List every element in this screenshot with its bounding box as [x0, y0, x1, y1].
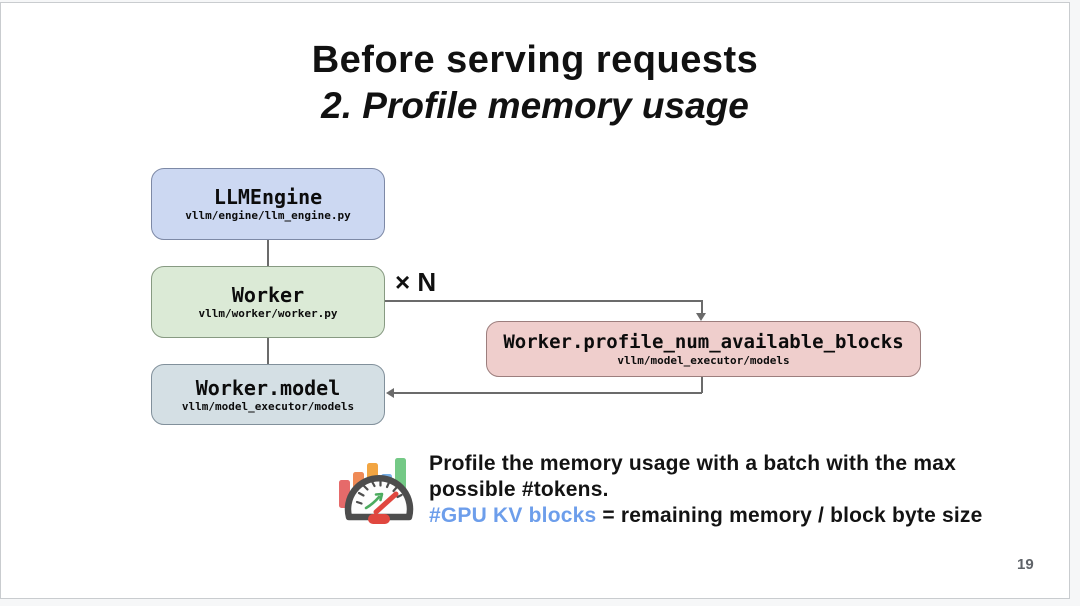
- node-profile-path: vllm/model_executor/models: [617, 354, 790, 367]
- gpu-kv-blocks-highlight: #GPU KV blocks: [429, 504, 597, 527]
- title-line-2: 2. Profile memory usage: [321, 85, 749, 126]
- arrowhead-into-profile-box: [696, 313, 706, 321]
- node-workermodel-label: Worker.model: [195, 375, 341, 400]
- title-line-1: Before serving requests: [311, 39, 759, 81]
- note-line-3: #GPU KV blocks = remaining memory / bloc…: [429, 503, 989, 529]
- slide-title: Before serving requests 2. Profile memor…: [1, 37, 1069, 129]
- page-number: 19: [1017, 556, 1034, 573]
- node-worker-path: vllm/worker/worker.py: [198, 307, 338, 320]
- connector-profile-return-vertical: [701, 377, 703, 393]
- arrowhead-into-workermodel-box: [386, 388, 394, 398]
- node-llmengine-label: LLMEngine: [213, 185, 323, 209]
- worker-multiplier-label: × N: [395, 267, 437, 297]
- node-workermodel-path: vllm/model_executor/models: [181, 399, 355, 413]
- connector-llmengine-worker: [267, 240, 269, 266]
- node-profile-num-available-blocks: Worker.profile_num_available_blocks vllm…: [486, 321, 921, 377]
- note-line-3-rest: = remaining memory / block byte size: [596, 504, 983, 527]
- connector-worker-profile-vertical: [701, 300, 703, 314]
- connector-profile-return-horizontal: [394, 392, 702, 394]
- node-worker-label: Worker: [231, 283, 305, 307]
- note-text: Profile the memory usage with a batch wi…: [429, 451, 989, 529]
- node-llmengine-path: vllm/engine/llm_engine.py: [185, 209, 351, 222]
- note-line-2: possible #tokens.: [429, 478, 609, 501]
- connector-worker-profile-horizontal: [385, 300, 702, 302]
- slide-canvas: Before serving requests 2. Profile memor…: [0, 2, 1070, 599]
- node-worker: Worker vllm/worker/worker.py: [151, 266, 385, 338]
- node-llmengine: LLMEngine vllm/engine/llm_engine.py: [151, 168, 385, 240]
- connector-worker-workermodel: [267, 338, 269, 364]
- node-workermodel: Worker.model vllm/model_executor/models: [151, 364, 385, 425]
- node-profile-label: Worker.profile_num_available_blocks: [503, 331, 904, 353]
- performance-gauge-icon: [332, 450, 426, 530]
- note-line-1: Profile the memory usage with a batch wi…: [429, 452, 956, 475]
